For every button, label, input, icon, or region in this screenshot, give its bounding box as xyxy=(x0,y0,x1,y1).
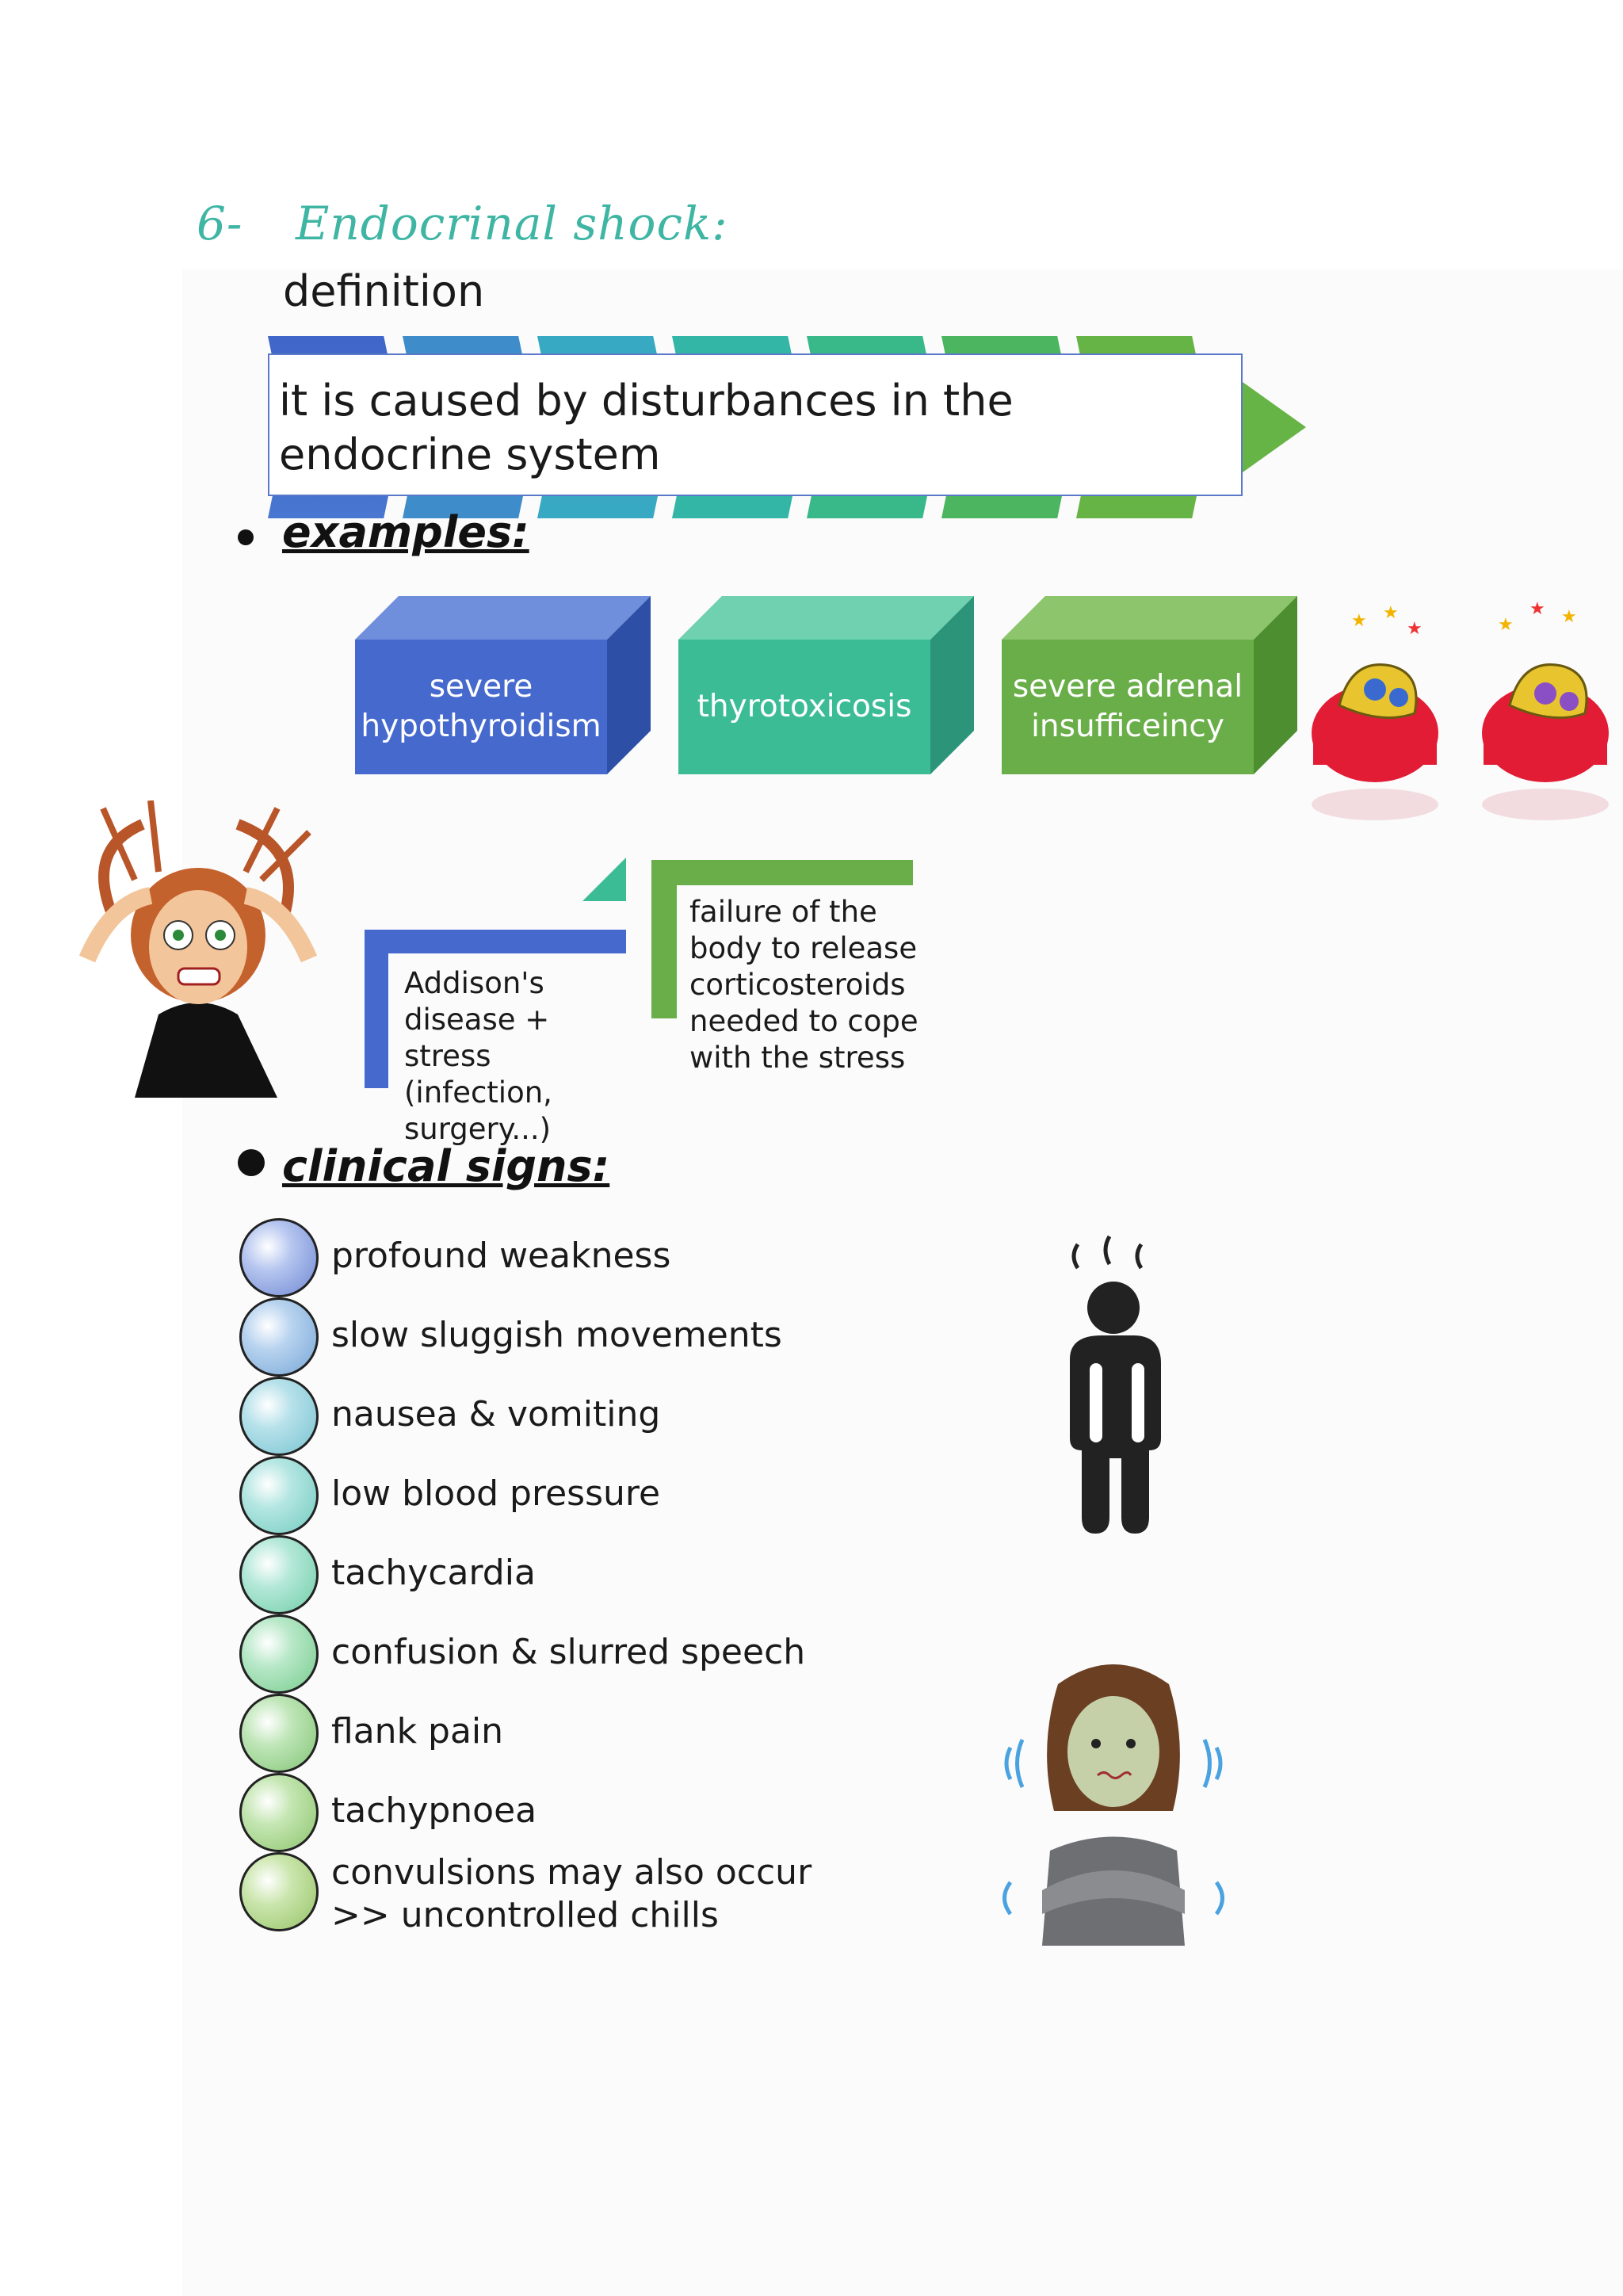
diagram-triangle xyxy=(582,858,626,901)
dizzy-toad-icon: ★ ★ ★ ★ ★ ★ xyxy=(1304,594,1613,824)
svg-text:★: ★ xyxy=(1498,615,1514,635)
sign-label: confusion & slurred speech xyxy=(331,1632,806,1672)
sign-label: nausea & vomiting xyxy=(331,1394,661,1435)
sign-sphere xyxy=(239,1218,319,1297)
definition-label: definition xyxy=(283,266,485,316)
section-heading: 6- Endocrinal shock: xyxy=(197,197,728,250)
sign-label: low blood pressure xyxy=(331,1473,661,1514)
example-cube-adrenal: severe adrenal insufficeincy xyxy=(1002,596,1297,774)
svg-text:★: ★ xyxy=(1561,607,1577,627)
sign-label: slow sluggish movements xyxy=(331,1315,782,1355)
sign-sphere xyxy=(239,1535,319,1614)
sign-sphere xyxy=(239,1614,319,1694)
svg-text:★: ★ xyxy=(1351,611,1367,631)
sign-label: convulsions may also occur xyxy=(331,1852,812,1893)
sign-sphere xyxy=(239,1852,319,1931)
svg-text:★: ★ xyxy=(1407,619,1423,639)
chevron-arrowhead xyxy=(1243,382,1306,472)
example-label: thyrotoxicosis xyxy=(678,640,930,774)
sign-sphere xyxy=(239,1773,319,1852)
sign-label: >> uncontrolled chills xyxy=(331,1895,719,1935)
page-background-panel xyxy=(182,269,1623,2296)
example-label: severe hypothyroidism xyxy=(355,640,607,774)
svg-text:★: ★ xyxy=(1529,599,1545,619)
adrenal-diagram xyxy=(365,856,919,1110)
example-cube-thyrotoxicosis: thyrotoxicosis xyxy=(678,596,974,774)
sign-sphere xyxy=(239,1297,319,1377)
section-number: 6- xyxy=(197,197,243,250)
svg-text:★: ★ xyxy=(1383,603,1399,623)
fatigued-person-icon xyxy=(1046,1232,1173,1541)
sign-label: profound weakness xyxy=(331,1236,671,1276)
section-title: Endocrinal shock: xyxy=(296,197,728,250)
definition-box: it is caused by disturbances in the endo… xyxy=(268,353,1243,496)
example-cube-hypothyroidism: severe hypothyroidism xyxy=(355,596,651,774)
stressed-woman-icon xyxy=(40,800,357,1098)
sign-sphere xyxy=(239,1377,319,1456)
sign-sphere xyxy=(239,1456,319,1535)
example-label: severe adrenal insufficeincy xyxy=(1002,640,1254,774)
adrenal-cause-text: Addison's disease + stress (infection, s… xyxy=(404,966,552,1146)
sign-label: tachycardia xyxy=(331,1553,536,1593)
sign-label: flank pain xyxy=(331,1711,504,1752)
clinical-signs-title: clinical signs: xyxy=(282,1141,610,1191)
examples-title: examples: xyxy=(282,507,529,557)
adrenal-mechanism-text: failure of the body to release corticost… xyxy=(689,895,918,1075)
shivering-woman-icon xyxy=(995,1652,1232,1946)
sign-sphere xyxy=(239,1694,319,1773)
sign-label: tachypnoea xyxy=(331,1790,537,1831)
clinical-signs-bullet xyxy=(238,1149,265,1176)
examples-bullet xyxy=(238,529,254,545)
